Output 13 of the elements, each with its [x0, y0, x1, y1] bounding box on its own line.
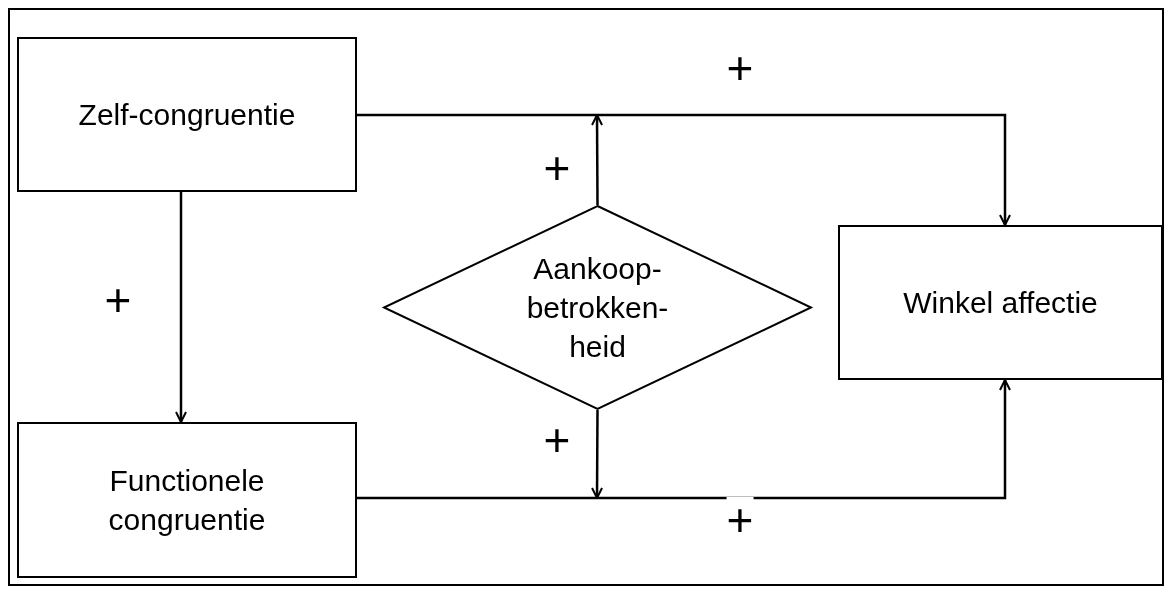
decision-diamond — [383, 205, 812, 410]
arrow — [175, 192, 187, 423]
node-label: Winkel affectie — [903, 285, 1098, 321]
node-label: Zelf-congruentie — [78, 97, 296, 133]
process-box — [838, 225, 1163, 380]
process-box — [17, 37, 357, 192]
node-label: Aankoop- betrokken- heid — [525, 251, 670, 365]
arrow — [591, 114, 604, 205]
arrow — [357, 379, 1011, 500]
arrow — [357, 113, 1011, 226]
process-box — [17, 422, 357, 578]
node-label: Functionele congruentie — [107, 463, 267, 538]
arrow — [591, 410, 604, 499]
